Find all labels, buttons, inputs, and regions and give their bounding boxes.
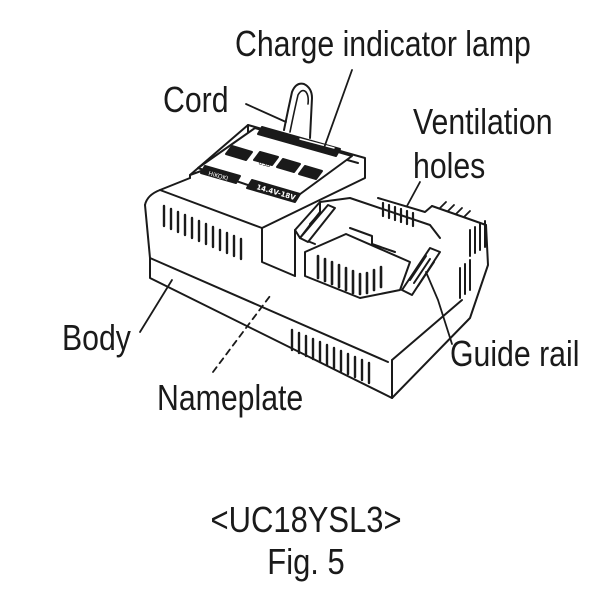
- figure-caption: Fig. 5: [0, 542, 613, 582]
- leader-nameplate: [212, 295, 271, 373]
- leader-cord: [245, 103, 287, 123]
- power-cord: [283, 82, 313, 139]
- battery-slot: [294, 197, 487, 299]
- label-ventilation-line2: holes: [413, 145, 486, 186]
- leader-body: [139, 279, 173, 333]
- model-caption-text: <UC18YSL3>: [210, 499, 403, 540]
- leader-charge-indicator: [323, 69, 353, 149]
- label-nameplate: Nameplate: [157, 377, 304, 418]
- model-caption: <UC18YSL3>: [0, 500, 613, 540]
- charger-body: [144, 147, 489, 399]
- figure-caption-text: Fig. 5: [267, 541, 346, 582]
- usb-label: USB: [257, 159, 271, 169]
- label-ventilation-line1: Ventilation: [413, 101, 553, 142]
- label-charge-indicator-lamp: Charge indicator lamp: [235, 23, 531, 64]
- label-guide-rail: Guide rail: [450, 333, 580, 374]
- leader-lines: [139, 69, 453, 373]
- leader-ventilation: [406, 181, 421, 207]
- label-cord: Cord: [163, 79, 229, 120]
- label-body: Body: [62, 317, 131, 358]
- control-panel: HiKOKI USB 14.4V-18V: [189, 124, 366, 229]
- leader-guide-rail: [425, 271, 453, 345]
